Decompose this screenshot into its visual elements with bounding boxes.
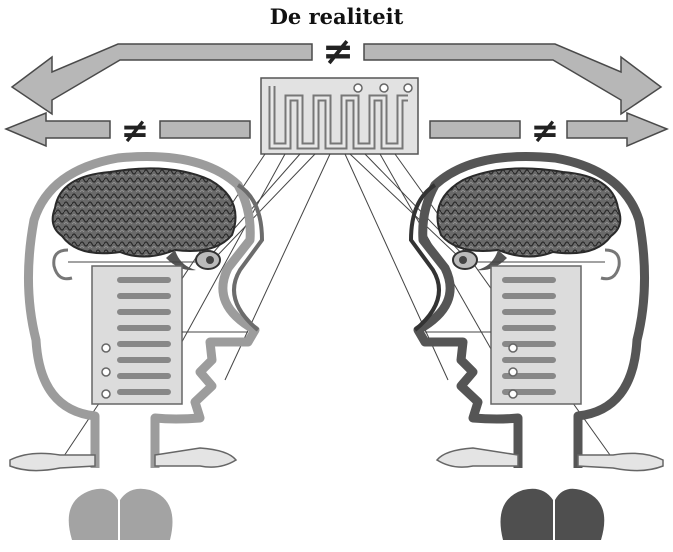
not-equal-icon-top: ≠ <box>322 29 354 73</box>
lower-arrow-left <box>4 111 251 148</box>
ear-icon <box>600 248 621 281</box>
brain-icon <box>436 167 622 271</box>
not-equal-symbol: ≠ <box>121 111 150 151</box>
reality-box-icon <box>260 77 419 155</box>
lower-arrow-right <box>429 111 669 148</box>
eye-icon <box>452 250 478 270</box>
not-equal-icon-left: ≠ <box>121 111 150 151</box>
foot-icon <box>500 488 605 540</box>
upper-arrow-right <box>363 43 663 116</box>
not-equal-symbol: ≠ <box>322 29 354 73</box>
hand-icon <box>435 447 664 472</box>
brain-icon <box>51 167 237 271</box>
right-person <box>408 152 664 540</box>
eye-icon <box>195 250 221 270</box>
left-mind-box <box>68 261 248 405</box>
left-head-outline <box>24 152 260 468</box>
not-equal-symbol: ≠ <box>531 111 560 151</box>
not-equal-icon-right: ≠ <box>531 111 560 151</box>
hand-icon <box>9 447 238 472</box>
right-mind-box <box>425 261 605 405</box>
diagram-title: De realiteit <box>269 4 404 29</box>
right-head-outline <box>413 152 649 468</box>
foot-icon <box>68 488 173 540</box>
upper-arrow-left <box>10 43 313 116</box>
ear-icon <box>52 248 73 281</box>
left-person <box>9 152 265 540</box>
